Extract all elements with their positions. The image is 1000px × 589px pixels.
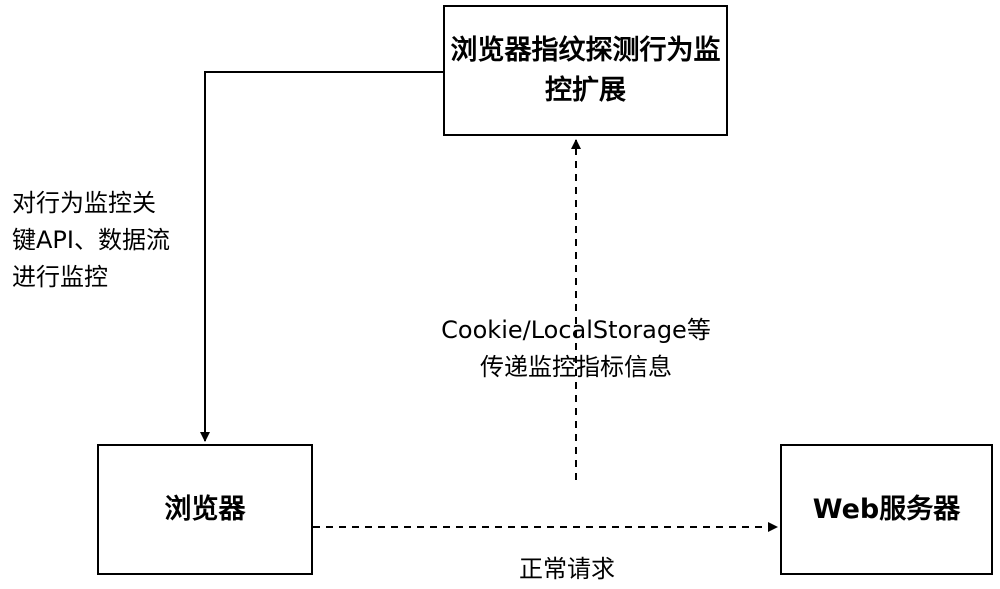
monitor-extension-label: 浏览器指纹探测行为监控扩展 <box>450 34 721 106</box>
monitor-to-browser-label-line2: 键API、数据流 <box>12 226 170 254</box>
cookie-info-label-line2: 传递监控指标信息 <box>480 353 672 381</box>
monitor-to-browser-label-line1: 对行为监控关 <box>12 189 156 217</box>
normal-request-label: 正常请求 <box>519 555 615 583</box>
browser-node: 浏览器 <box>97 444 313 575</box>
cookie-info-label: Cookie/LocalStorage等 传递监控指标信息 <box>431 312 721 386</box>
web-server-label: Web服务器 <box>812 493 961 525</box>
cookie-info-label-line1: Cookie/LocalStorage等 <box>441 316 711 344</box>
monitor-to-browser-arrow <box>200 71 443 442</box>
web-server-node: Web服务器 <box>780 444 993 575</box>
monitor-to-browser-label: 对行为监控关 键API、数据流 进行监控 <box>12 185 170 296</box>
monitor-to-browser-label-line3: 进行监控 <box>12 263 108 291</box>
monitor-extension-node: 浏览器指纹探测行为监控扩展 <box>443 5 728 136</box>
browser-label: 浏览器 <box>164 493 246 525</box>
